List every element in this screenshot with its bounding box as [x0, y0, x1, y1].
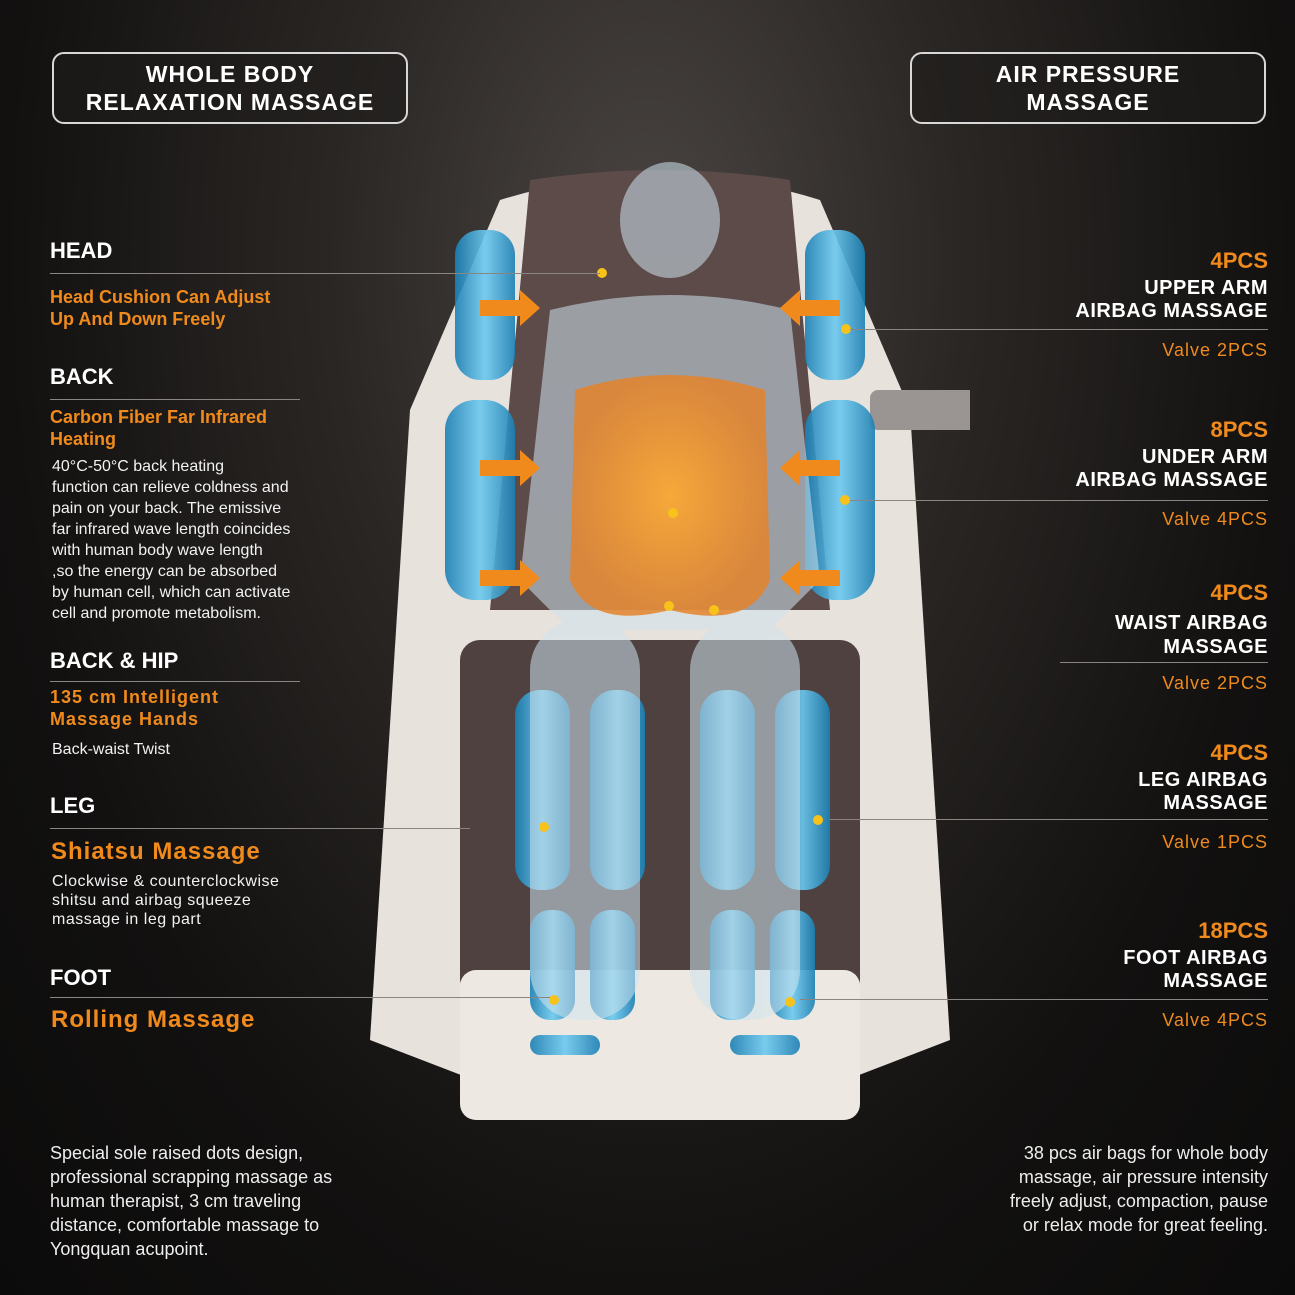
head-heading: HEAD: [50, 238, 113, 263]
back-description: 40°C-50°C back heating function can reli…: [52, 456, 290, 624]
air-pressure-title: AIR PRESSURE MASSAGE: [910, 52, 1266, 124]
airbag-name: MASSAGE: [1163, 792, 1268, 814]
airbag-count: 4PCS: [1210, 248, 1268, 273]
title-line: WHOLE BODY: [145, 61, 315, 87]
airbag-item-foot: 18PCS FOOT AIRBAG MASSAGE Valve 4PCS: [1123, 918, 1268, 1031]
text-line: Head Cushion Can Adjust: [50, 287, 271, 307]
divider: [50, 828, 470, 829]
heating-zone: [570, 375, 770, 616]
foot-subtitle: Rolling Massage: [51, 1006, 256, 1033]
whole-body-relaxation-title: WHOLE BODY RELAXATION MASSAGE: [52, 52, 408, 124]
text-line: or relax mode for great feeling.: [1022, 1215, 1268, 1235]
text-line: with human body wave length: [52, 542, 263, 559]
text-line: massage in leg part: [52, 911, 202, 928]
airbag-name: FOOT AIRBAG: [1123, 947, 1268, 969]
text-line: distance, comfortable massage to: [50, 1215, 320, 1235]
divider: [50, 399, 300, 400]
foot-description: Special sole raised dots design, profess…: [50, 1141, 332, 1261]
text-line: shitsu and airbag squeeze: [52, 892, 252, 909]
airbag-item-upper-arm: 4PCS UPPER ARM AIRBAG MASSAGE Valve 2PCS: [1075, 248, 1268, 361]
valve-count: Valve 4PCS: [1162, 509, 1268, 529]
back-hip-heading: BACK & HIP: [50, 648, 179, 673]
title-line: MASSAGE: [1026, 89, 1150, 115]
divider: [830, 819, 1268, 820]
valve-count: Valve 1PCS: [1162, 832, 1268, 852]
airbag-name: WAIST AIRBAG: [1114, 612, 1268, 634]
title-line: RELAXATION MASSAGE: [85, 89, 375, 115]
text-line: Heating: [50, 429, 117, 449]
airbag-count: 18PCS: [1198, 918, 1268, 943]
foot-heading: FOOT: [50, 965, 112, 990]
text-line: freely adjust, compaction, pause: [1009, 1191, 1268, 1211]
divider: [50, 997, 550, 998]
text-line: function can relieve coldness and: [52, 479, 289, 496]
divider: [850, 500, 1268, 501]
airbag-count: 8PCS: [1210, 417, 1268, 442]
airbag-item-under-arm: 8PCS UNDER ARM AIRBAG MASSAGE Valve 4PCS: [1075, 417, 1268, 530]
back-hip-description: Back-waist Twist: [52, 741, 170, 758]
airbag-name: MASSAGE: [1163, 636, 1268, 658]
text-line: professional scrapping massage as: [50, 1167, 333, 1187]
text-line: Massage Hands: [50, 709, 200, 729]
back-hip-subtitle: 135 cm Intelligent Massage Hands: [50, 686, 219, 730]
valve-count: Valve 2PCS: [1162, 673, 1268, 693]
divider: [850, 329, 1268, 330]
head-subtitle: Head Cushion Can Adjust Up And Down Free…: [50, 286, 270, 330]
text-line: Up And Down Freely: [50, 309, 226, 329]
text-line: pain on your back. The emissive: [52, 500, 282, 517]
text-line: human therapist, 3 cm traveling: [50, 1191, 302, 1211]
airbag-item-leg: 4PCS LEG AIRBAG MASSAGE Valve 1PCS: [1138, 740, 1268, 853]
text-line: Yongquan acupoint.: [50, 1239, 209, 1259]
airbag-name: LEG AIRBAG: [1138, 769, 1268, 791]
text-line: massage, air pressure intensity: [1018, 1167, 1268, 1187]
air-pressure-description: 38 pcs air bags for whole body massage, …: [1010, 1141, 1268, 1237]
airbag-count: 4PCS: [1210, 740, 1268, 765]
chair-control-panel: [870, 390, 970, 430]
divider: [50, 273, 600, 274]
text-line: ,so the energy can be absorbed: [52, 563, 278, 580]
back-heading: BACK: [50, 364, 114, 389]
marker-dots: [539, 268, 851, 1007]
airbag-name: UNDER ARM: [1142, 446, 1268, 468]
text-line: by human cell, which can activate: [52, 584, 291, 601]
text-line: 135 cm Intelligent: [50, 687, 220, 707]
text-line: Carbon Fiber Far Infrared: [50, 407, 268, 427]
divider: [800, 999, 1268, 1000]
text-line: far infrared wave length coincides: [52, 521, 291, 538]
airbag-name: AIRBAG MASSAGE: [1075, 469, 1268, 491]
leg-description: Clockwise & counterclockwise shitsu and …: [52, 872, 279, 929]
massage-chair-illustration: [370, 162, 970, 1120]
airbag-name: AIRBAG MASSAGE: [1075, 300, 1268, 322]
divider: [50, 681, 300, 682]
text-line: Clockwise & counterclockwise: [52, 873, 280, 890]
massage-arrows: [480, 290, 840, 596]
text-line: 40°C-50°C back heating: [52, 458, 225, 475]
text-line: 38 pcs air bags for whole body: [1023, 1143, 1268, 1163]
airbag-item-waist: 4PCS WAIST AIRBAG MASSAGE Valve 2PCS: [1115, 580, 1268, 694]
text-line: Special sole raised dots design,: [50, 1143, 304, 1163]
valve-count: Valve 2PCS: [1162, 340, 1268, 360]
divider: [1060, 662, 1268, 663]
title-line: AIR PRESSURE: [995, 61, 1181, 87]
leg-subtitle: Shiatsu Massage: [51, 838, 261, 865]
back-subtitle: Carbon Fiber Far Infrared Heating: [50, 406, 267, 450]
airbag-count: 4PCS: [1210, 580, 1268, 605]
text-line: cell and promote metabolism.: [52, 605, 261, 622]
valve-count: Valve 4PCS: [1162, 1010, 1268, 1030]
airbag-name: UPPER ARM: [1144, 277, 1268, 299]
leg-heading: LEG: [50, 793, 96, 818]
airbag-name: MASSAGE: [1163, 970, 1268, 992]
